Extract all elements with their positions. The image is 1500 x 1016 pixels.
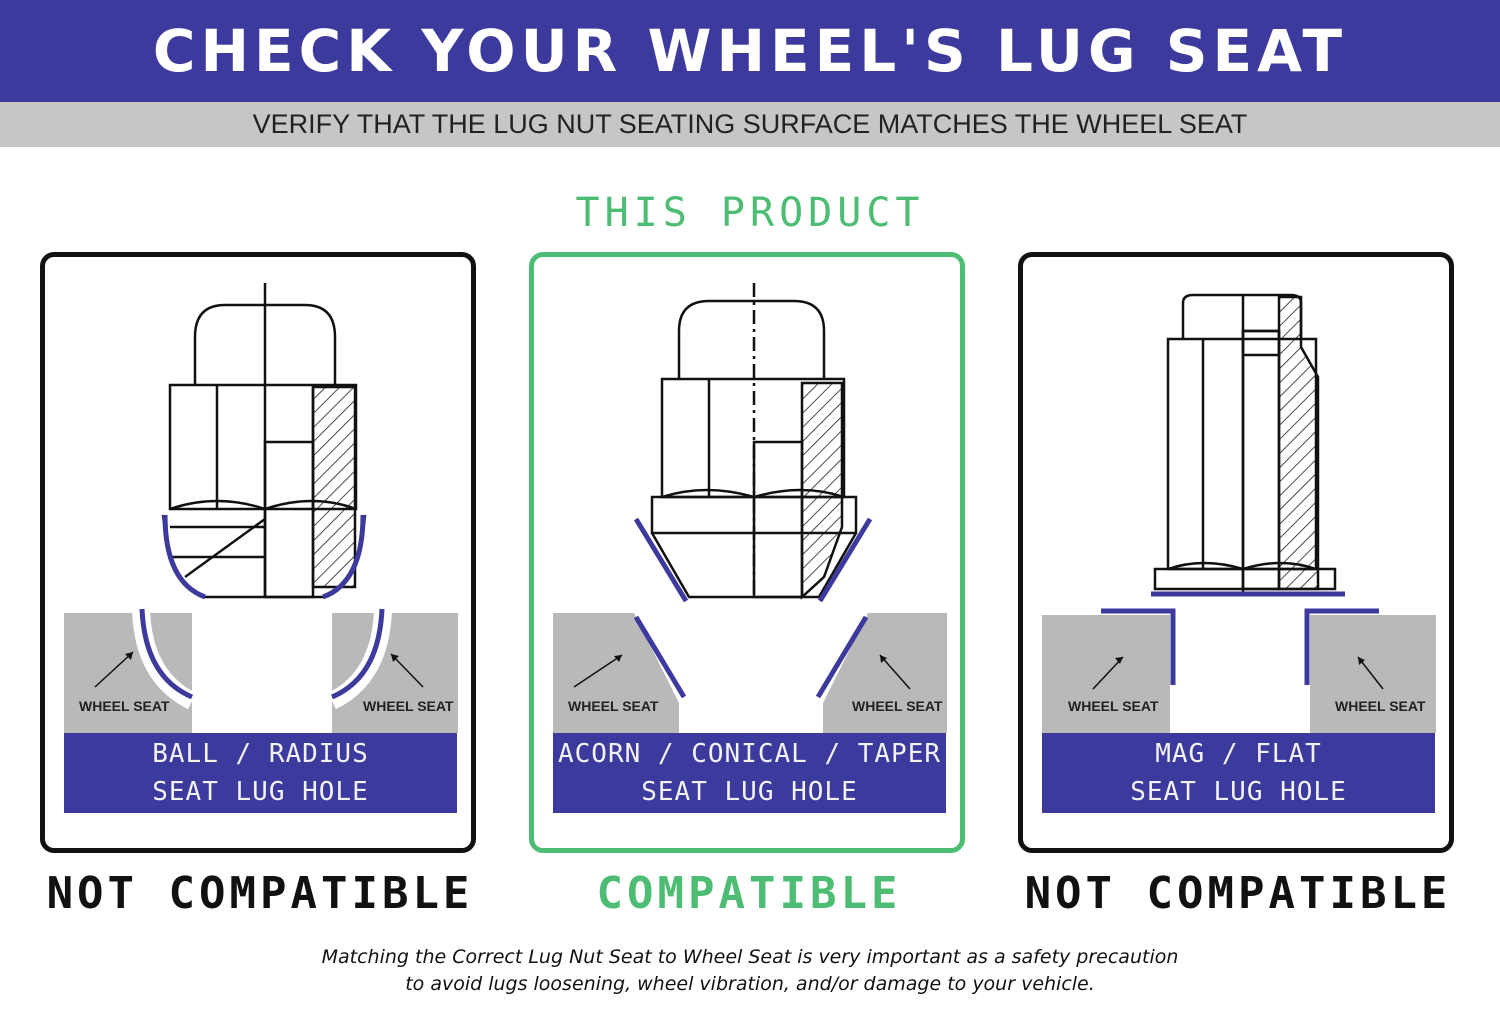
footnote-line2: to avoid lugs loosening, wheel vibration… [405,973,1095,995]
wheel-seat-label-right: WHEEL SEAT [852,698,943,714]
seat-curve-left [139,608,194,700]
panel-conical-seat: WHEEL SEAT WHEEL SEAT ACORN / CONICAL / … [529,252,965,853]
verdict-not-compatible-right: NOT COMPATIBLE [1024,868,1452,919]
conical-seat-lug-nut-diagram [553,283,947,733]
seat-type-box: MAG / FLAT SEAT LUG HOLE [1042,733,1435,813]
wheel-seat-label-left: WHEEL SEAT [79,698,170,714]
seat-flat-left [1101,608,1176,685]
verdict-compatible: COMPATIBLE [596,868,902,919]
safety-footnote: Matching the Correct Lug Nut Seat to Whe… [0,944,1500,998]
wheel-seat-right-block [1310,615,1436,733]
seat-type-line1: MAG / FLAT [1155,739,1322,769]
page-title: CHECK YOUR WHEEL'S LUG SEAT [0,0,1500,102]
wheel-seat-left-block [1042,615,1170,733]
seat-type-line2: SEAT LUG HOLE [1130,777,1347,807]
page-subtitle: VERIFY THAT THE LUG NUT SEATING SURFACE … [0,102,1500,147]
seat-taper-left [633,615,687,699]
footnote-line1: Matching the Correct Lug Nut Seat to Whe… [321,946,1179,968]
ball-seat-lug-nut-diagram [64,283,458,733]
flat-lug-nut [1153,293,1337,592]
panel-flat-seat: WHEEL SEAT WHEEL SEAT MAG / FLAT SEAT LU… [1018,252,1454,853]
wheel-seat-left-block [64,613,192,733]
wheel-seat-label-right: WHEEL SEAT [363,698,454,714]
this-product-label: THIS PRODUCT [575,190,925,236]
flat-seat-lug-nut-diagram [1042,293,1436,733]
seat-type-line2: SEAT LUG HOLE [152,777,369,807]
wheel-seat-label-left: WHEEL SEAT [568,698,659,714]
seat-type-line1: BALL / RADIUS [152,739,369,769]
verdict-not-compatible-left: NOT COMPATIBLE [46,868,474,919]
wheel-seat-right-block [332,613,458,733]
panel-ball-seat: WHEEL SEAT WHEEL SEAT BALL / RADIUS SEAT… [40,252,476,853]
seat-type-box: BALL / RADIUS SEAT LUG HOLE [64,733,457,813]
seat-taper-right [815,615,869,699]
seat-curve-right [330,608,385,700]
seat-type-box: ACORN / CONICAL / TAPER SEAT LUG HOLE [553,733,946,813]
wheel-seat-label-right: WHEEL SEAT [1335,698,1426,714]
seat-type-line1: ACORN / CONICAL / TAPER [557,739,942,769]
wheel-seat-label-left: WHEEL SEAT [1068,698,1159,714]
seat-type-line2: SEAT LUG HOLE [641,777,858,807]
conical-lug-nut [650,283,858,600]
ball-lug-nut [161,283,367,599]
seat-flat-right [1304,608,1379,685]
